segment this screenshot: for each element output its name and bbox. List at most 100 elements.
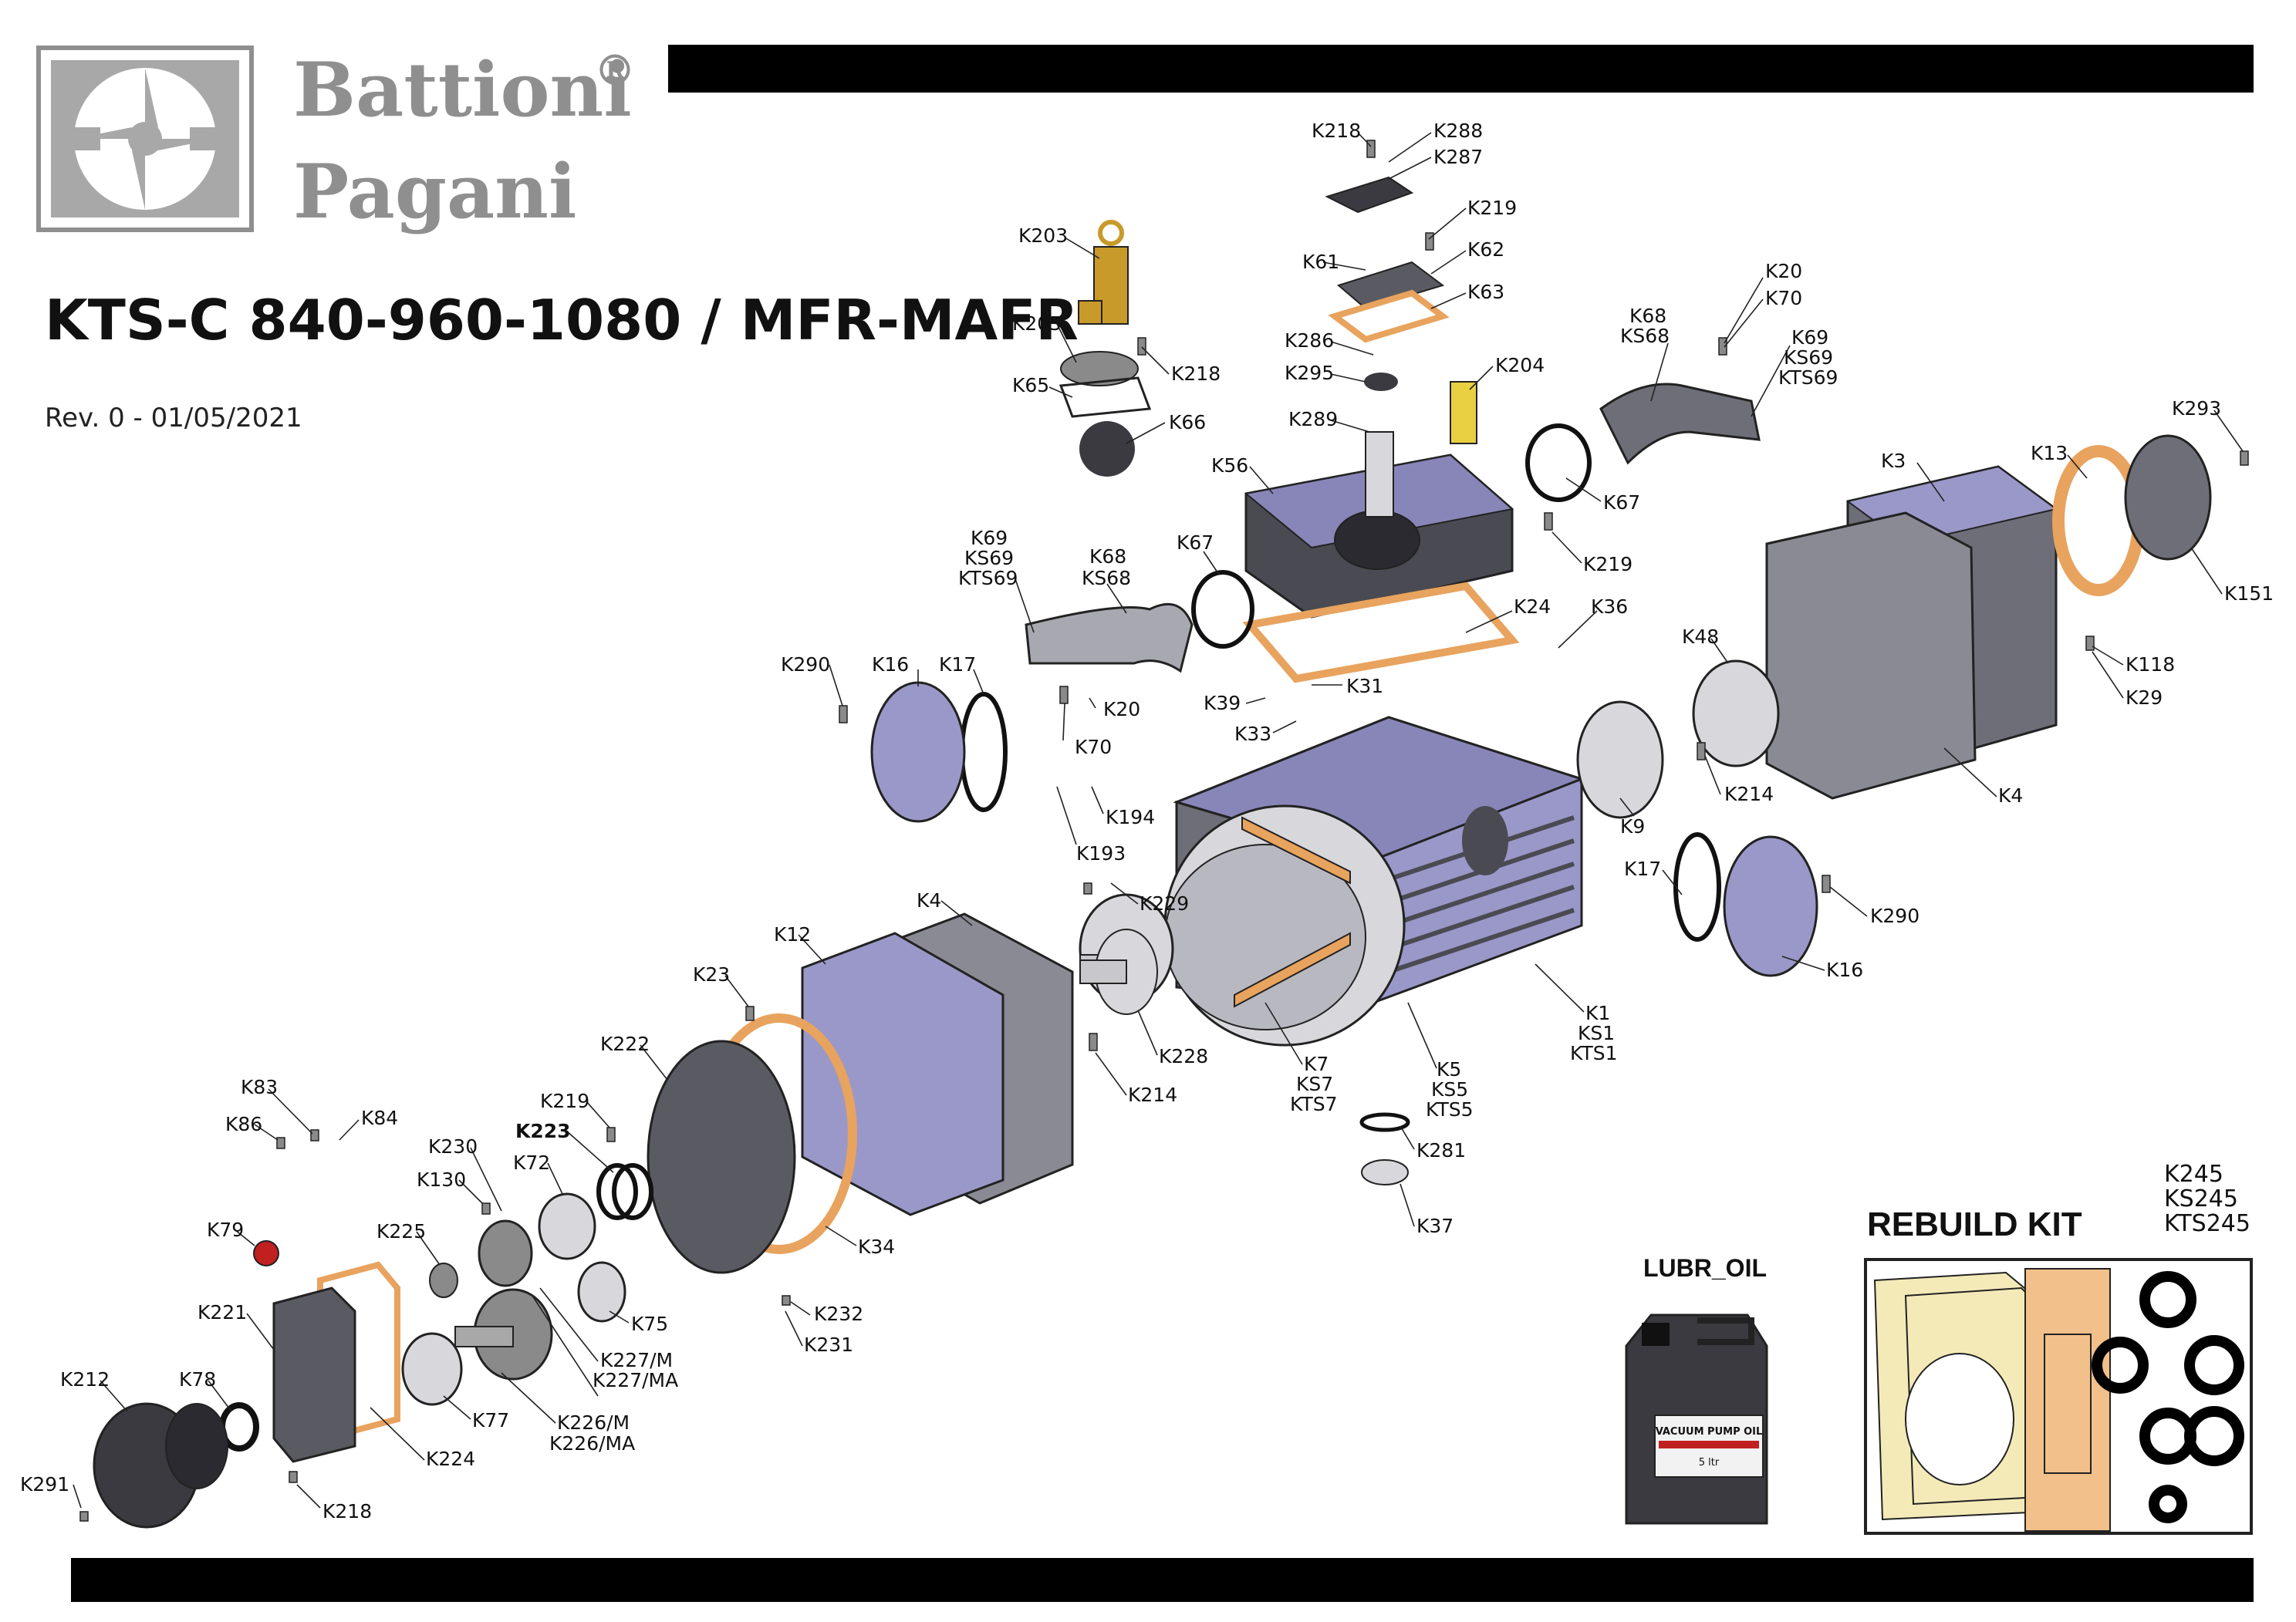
label-k16-left: K16 [872,653,909,676]
bearing-k48 [1692,659,1780,767]
label-k227m: K227/M [600,1349,673,1371]
gear-k227 [478,1219,533,1287]
oring-k17-left [960,692,1008,812]
label-k226m: K226/M [557,1411,630,1434]
oil-can-label: VACUUM PUMP OIL [1656,1426,1763,1438]
page-title: KTS-C 840-960-1080 / MFR-MAFR [45,288,1079,352]
label-k293: K293 [2172,397,2221,420]
label-k229: K229 [1140,892,1189,915]
label-ks68-right: KS68 [1620,325,1670,347]
label-k75: K75 [631,1313,668,1335]
bearing-k77 [401,1332,463,1406]
label-k224: K224 [426,1448,475,1470]
oring-k67-left [1191,570,1254,649]
label-k231: K231 [804,1334,853,1356]
label-k214-right: K214 [1724,783,1774,805]
label-k130: K130 [417,1168,466,1191]
label-ks68-left: KS68 [1082,567,1131,589]
label-k86: K86 [225,1113,262,1135]
oil-can: LUBR_OIL VACUUM PUMP OIL 5 ltr [1625,1254,1768,1525]
label-k39: K39 [1204,692,1241,714]
label-k286: K286 [1285,329,1334,352]
cover-k62 [1336,261,1445,310]
label-k17-left: K17 [939,653,976,676]
label-kts69-left: KTS69 [958,567,1018,589]
label-k67-left: K67 [1177,531,1214,554]
label-k219-low: K219 [540,1090,589,1112]
label-k288: K288 [1433,120,1483,142]
label-k219-top: K219 [1467,197,1517,219]
label-k7: K7 [1304,1053,1329,1075]
label-k68-left: K68 [1089,545,1126,568]
coupling-k212 [93,1402,228,1529]
label-k5: K5 [1437,1058,1461,1081]
label-k289: K289 [1288,408,1338,430]
label-k295: K295 [1285,362,1334,384]
label-k218-top: K218 [1312,120,1361,142]
label-k16-right: K16 [1826,959,1863,981]
label-k193: K193 [1076,842,1126,865]
label-k63: K63 [1467,281,1504,303]
oring-k223 [596,1163,638,1220]
label-k65: K65 [1012,374,1049,396]
label-k287: K287 [1433,146,1483,168]
label-k12: K12 [774,923,811,946]
label-k221: K221 [198,1301,247,1324]
label-k77: K77 [472,1409,509,1431]
label-k84: K84 [361,1107,398,1129]
head-k56 [1244,431,1514,619]
spring-k295 [1364,373,1398,391]
label-k70-left: K70 [1075,736,1112,758]
brand-line-2: Pagani [293,148,576,235]
label-k218-valve: K218 [1171,363,1221,385]
label-k4-left: K4 [917,889,941,912]
label-k205: K205 [1012,312,1062,335]
kit-code-1: K245 [2164,1161,2223,1188]
label-k68-right: K68 [1629,305,1666,327]
label-k56: K56 [1211,454,1248,477]
nut-k225 [429,1263,458,1298]
kit-title: REBUILD KIT [1867,1206,2082,1243]
label-k34: K34 [858,1236,895,1258]
label-k194: K194 [1106,806,1155,828]
label-k69-left: K69 [971,527,1008,549]
registered-mark: ® [594,46,636,95]
oring-k223b [612,1163,653,1220]
label-kts1: KTS1 [1570,1042,1618,1064]
ball-k66 [1079,421,1135,477]
label-k232: K232 [814,1303,863,1325]
label-k69-right: K69 [1791,326,1828,349]
label-kts69-right: KTS69 [1778,366,1838,389]
cover-k16-left [870,681,966,823]
label-k204: K204 [1495,354,1545,376]
label-k118: K118 [2125,653,2175,676]
oring-k67-right [1525,423,1592,502]
label-k66: K66 [1169,411,1206,433]
label-k61: K61 [1302,251,1339,273]
label-k222: K222 [600,1033,650,1055]
label-k225: K225 [376,1220,426,1243]
label-k17-right: K17 [1624,858,1661,880]
battioni-pagani-logo-icon [36,46,254,232]
label-k33: K33 [1234,723,1271,745]
label-k218-low: K218 [322,1500,372,1523]
bearing-k75 [577,1261,626,1323]
gasket-k63 [1328,289,1450,343]
fasteners [79,140,2249,1522]
label-k290-right: K290 [1870,905,1920,927]
cover-k221 [272,1286,356,1463]
leader-lines [73,132,2244,1509]
label-k13: K13 [2031,442,2068,464]
label-ks1: KS1 [1578,1022,1615,1044]
part-labels: K218 K288 K287 K219 K61 K62 K63 K203 K20… [20,120,2274,1523]
handle-k287 [1325,176,1414,214]
label-k214-left: K214 [1128,1084,1177,1106]
plate-k4-right [1765,511,1977,800]
bearing-k72 [538,1192,596,1260]
cover-k222 [647,1040,796,1274]
label-k291: K291 [20,1473,69,1496]
brand-line-1: Battioni [293,46,632,133]
flange-k205 [1060,351,1139,386]
label-k219-mid: K219 [1583,553,1633,575]
